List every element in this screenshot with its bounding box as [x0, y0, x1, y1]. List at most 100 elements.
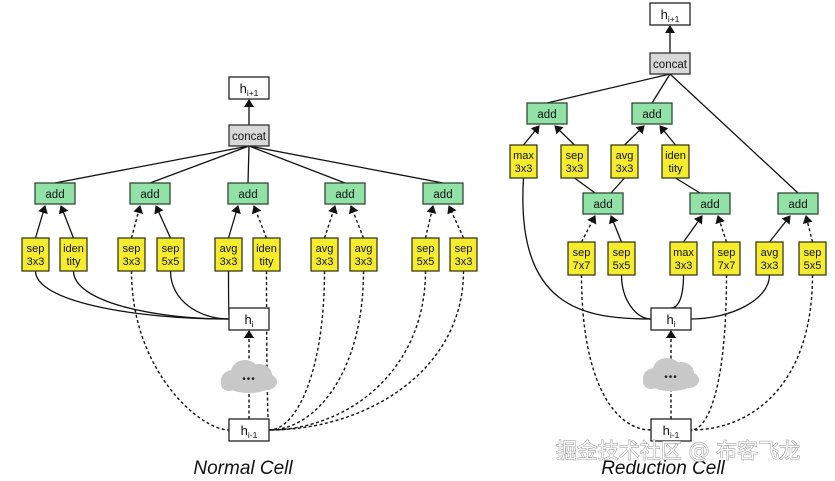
- edge-op-to-add: [58, 205, 75, 239]
- op-label-line1: avg: [616, 150, 634, 162]
- edge-op-to-add: [522, 125, 540, 146]
- op-label-line2: 3x3: [616, 163, 634, 175]
- reduction-add-top-1: add: [526, 102, 568, 125]
- op-label-line2: 3x3: [675, 260, 693, 272]
- normal-cloud: •••: [221, 360, 277, 393]
- edge-add-to-concat: [248, 145, 444, 184]
- op-label-line2: 3x3: [316, 256, 334, 268]
- op-label-line1: sep: [27, 243, 45, 255]
- add-label: add: [537, 109, 556, 121]
- edge-add-to-concat: [247, 145, 250, 184]
- op-label-line1: sep: [573, 247, 591, 259]
- op-label-line2: 5x5: [613, 260, 631, 272]
- state-label: hi: [666, 312, 675, 329]
- op-label-line2: 3x3: [455, 256, 473, 268]
- op-label-line2: 7x7: [718, 260, 736, 272]
- op-label-line2: 5x5: [804, 260, 822, 272]
- edge-add-to-concat: [149, 145, 250, 184]
- nodes-layer: hi+1concathihi-1•••addsep3x3identityadds…: [21, 2, 827, 442]
- reduction-h-next: hi+1: [649, 2, 691, 26]
- concat-label: concat: [232, 131, 267, 143]
- op-label-line2: 3x3: [566, 163, 584, 175]
- op-label-line1: iden: [63, 243, 84, 255]
- edge-hi-to-op: [690, 274, 771, 320]
- edge-add-to-op: [610, 177, 625, 194]
- edge-op-to-add: [130, 205, 144, 239]
- edge-add-to-op: [574, 177, 596, 194]
- concat-label: concat: [653, 59, 688, 71]
- normal-add-5: add: [422, 182, 464, 205]
- reduction-add-1: add: [582, 192, 624, 215]
- edge-op-to-add: [768, 215, 791, 243]
- normal-concat: concat: [228, 124, 270, 147]
- edge-add-to-concat: [248, 145, 346, 184]
- op-label-line1: iden: [665, 150, 686, 162]
- edge-hi-to-op: [169, 270, 230, 320]
- op-label-line1: avg: [316, 243, 334, 255]
- edge-hprev-to-op: [130, 270, 230, 431]
- add-label: add: [700, 199, 719, 211]
- reduction-add-top-2: add: [631, 102, 673, 125]
- edge-op-to-add: [251, 205, 268, 239]
- op-label-line1: sep: [566, 150, 584, 162]
- edges-layer: [34, 25, 814, 431]
- edge-hprev-to-op: [268, 270, 326, 431]
- add-label: add: [593, 199, 612, 211]
- edge-op-to-add: [424, 205, 437, 239]
- edge-op-to-add: [348, 205, 365, 239]
- edge-op-to-add: [580, 215, 597, 243]
- add-label: add: [788, 199, 807, 211]
- op-label-line1: iden: [256, 243, 277, 255]
- normal-add-3: add: [227, 182, 269, 205]
- edge-add-to-concat: [651, 73, 671, 104]
- cloud-dots: •••: [664, 372, 678, 383]
- op-label-line2: 3x3: [123, 256, 141, 268]
- edge-hi-to-op: [72, 270, 230, 320]
- edge-op-to-add: [34, 205, 48, 239]
- edge-op-to-add: [802, 215, 814, 243]
- op-label-line1: max: [513, 150, 534, 162]
- edge-op-to-add: [447, 205, 465, 239]
- op-label-line2: 5x5: [162, 256, 180, 268]
- op-label-line2: 3x3: [761, 260, 779, 272]
- normal-h-prev: hi-1: [228, 418, 270, 442]
- op-label-line1: sep: [613, 247, 631, 259]
- normal-add-2: add: [129, 182, 171, 205]
- op-label-line1: sep: [804, 247, 822, 259]
- edge-hprev-to-op: [265, 270, 270, 431]
- normal-h-i: hi: [228, 307, 270, 331]
- normal-cell-title: Normal Cell: [193, 458, 293, 479]
- op-label-line1: sep: [123, 243, 141, 255]
- op-label-line1: sep: [162, 243, 180, 255]
- op-label-line2: 7x7: [573, 260, 591, 272]
- add-label: add: [335, 189, 354, 201]
- op-label-line2: 3x3: [220, 256, 238, 268]
- edge-hi-to-op: [670, 274, 685, 309]
- op-label-line2: tity: [66, 256, 81, 268]
- reduction-cloud: •••: [643, 358, 699, 391]
- op-label-line1: max: [673, 247, 694, 259]
- op-label-line2: 3x3: [27, 256, 45, 268]
- op-label-line1: sep: [455, 243, 473, 255]
- edge-op-to-add: [624, 125, 645, 146]
- edge-hprev-to-op: [268, 270, 427, 431]
- add-label: add: [45, 189, 64, 201]
- edge-hi-to-op: [522, 177, 652, 320]
- add-label: add: [642, 109, 661, 121]
- normal-h-next: hi+1: [228, 76, 270, 100]
